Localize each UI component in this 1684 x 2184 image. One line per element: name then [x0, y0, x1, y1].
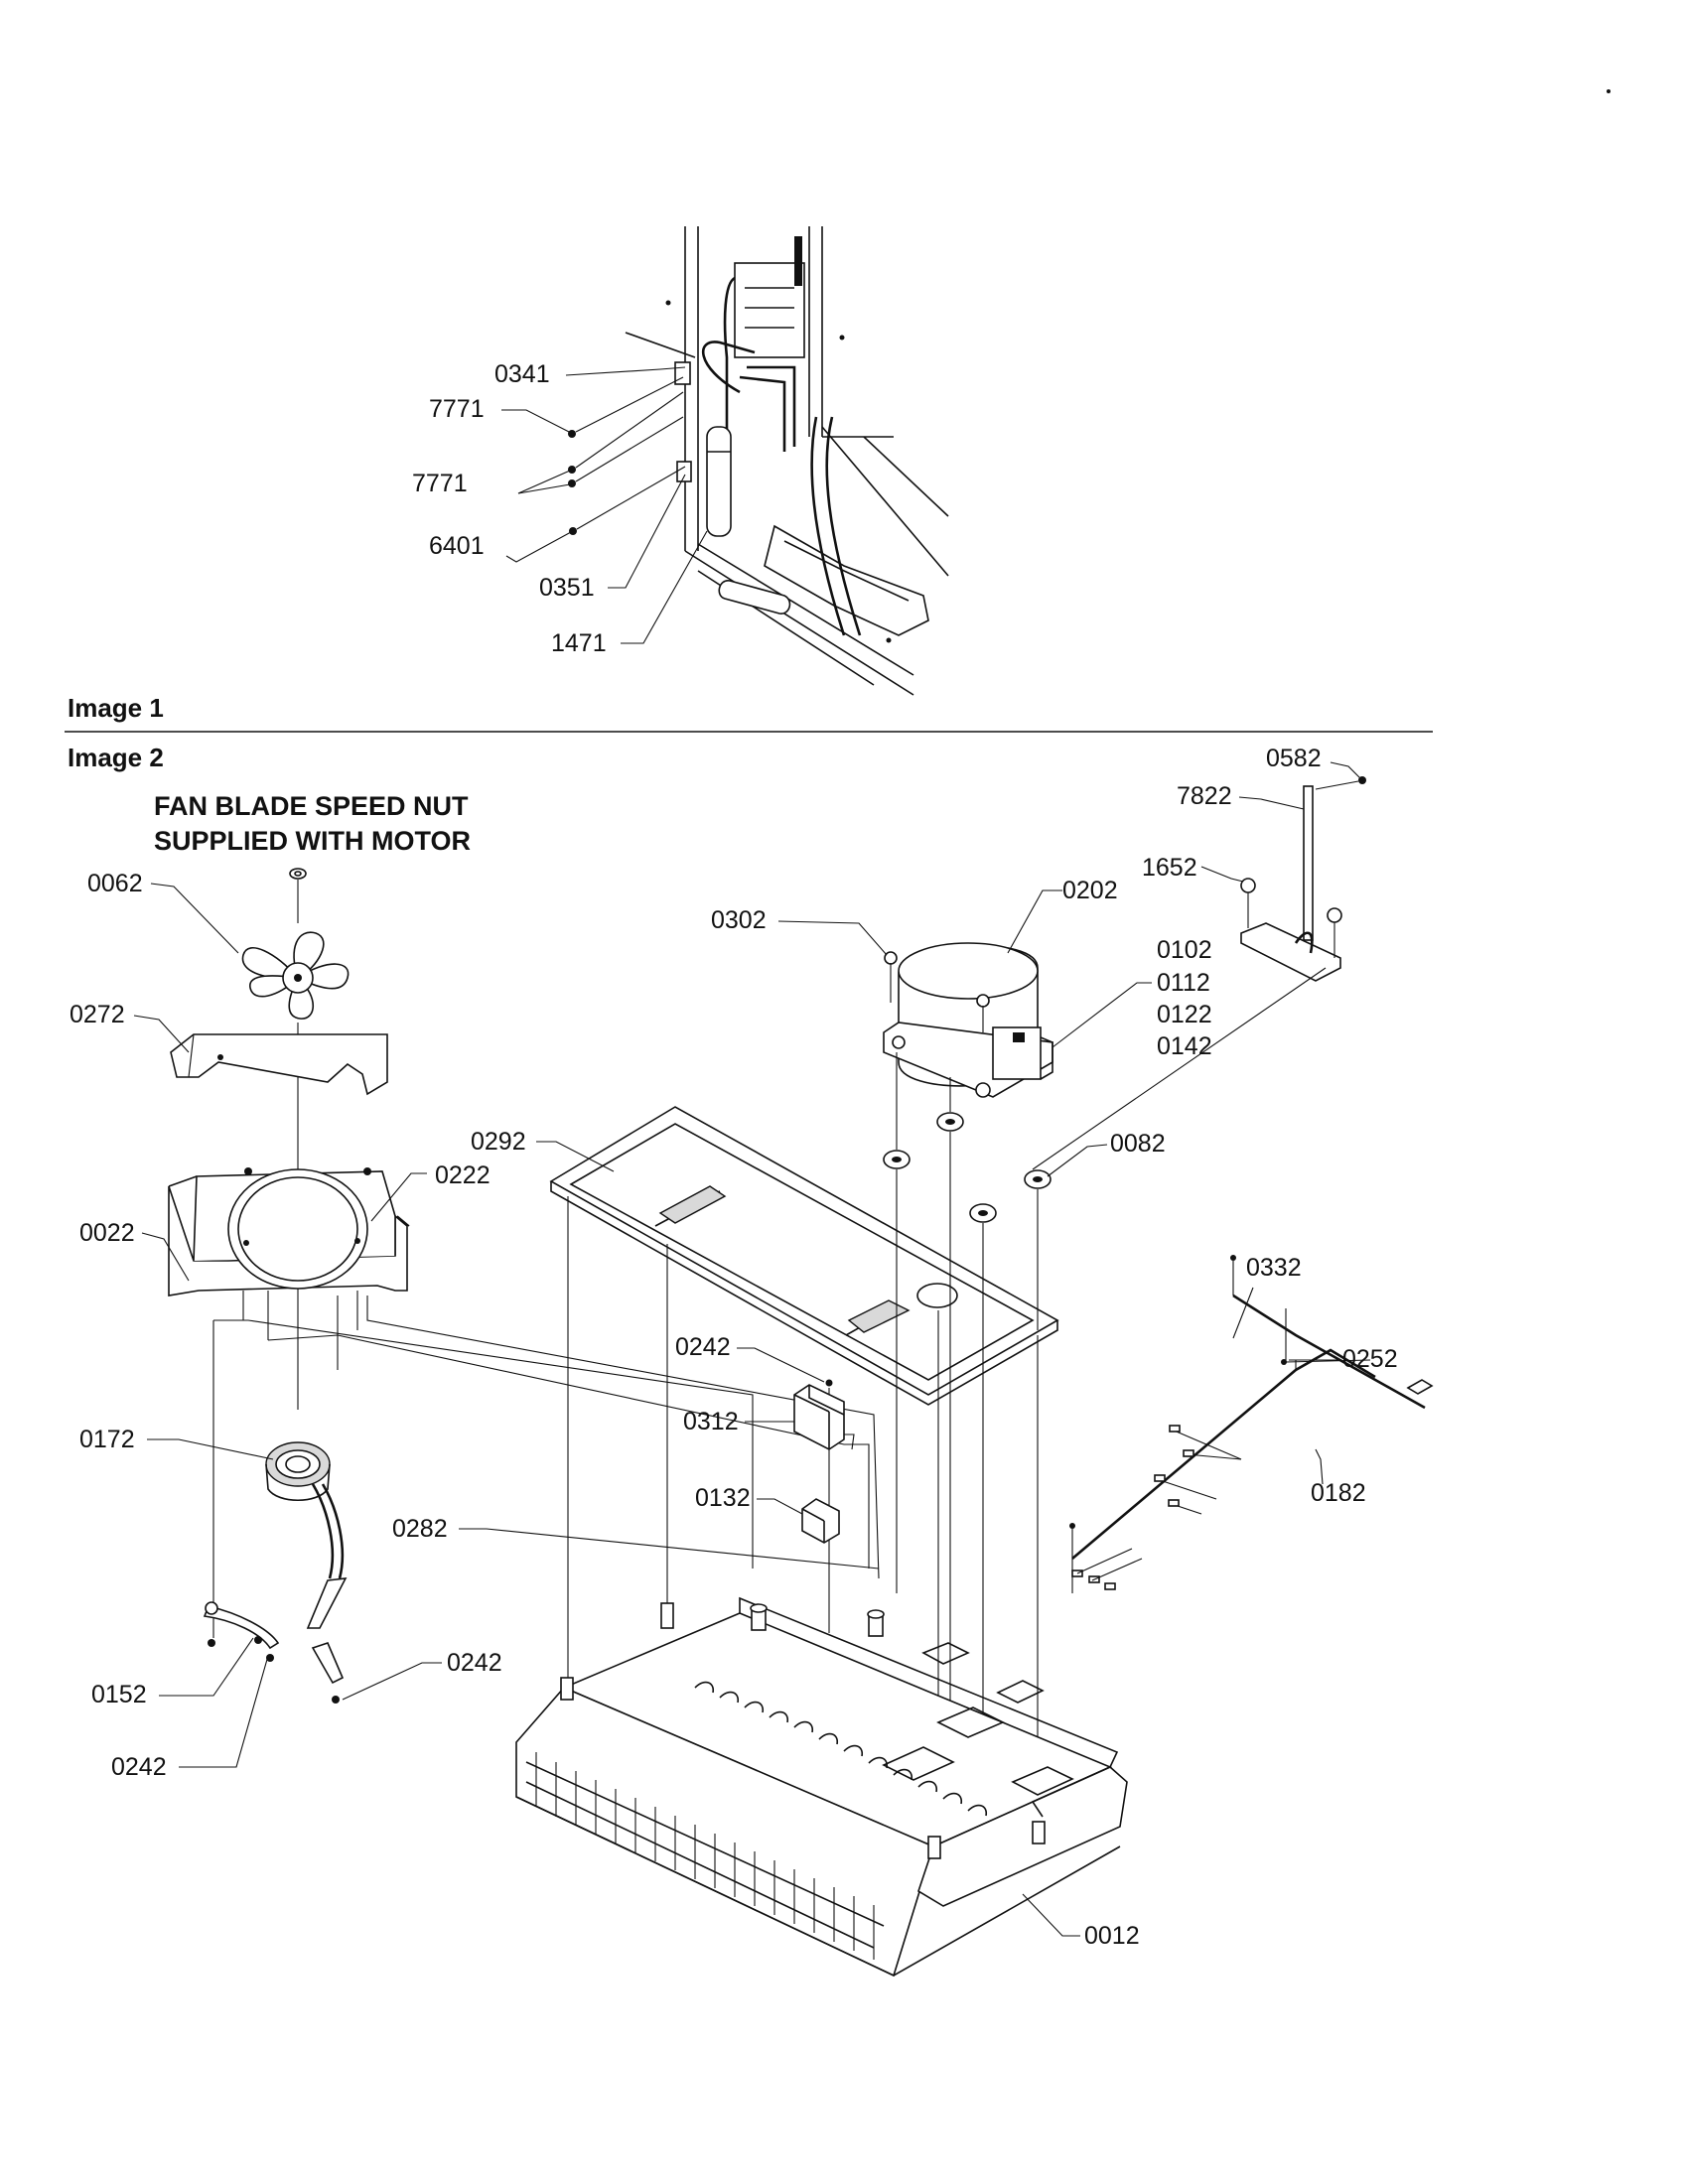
fan-assembly-drawing	[168, 868, 410, 1704]
callout-0282: 0282	[392, 1515, 448, 1543]
image1-label: Image 1	[68, 693, 164, 723]
callout-0102: 0102	[1157, 936, 1212, 964]
relay-0312	[793, 1379, 855, 1633]
callout-1471: 1471	[551, 629, 607, 657]
condenser-coils	[694, 1681, 988, 1817]
callout-0112: 0112	[1157, 969, 1210, 997]
callout-0312: 0312	[683, 1408, 739, 1435]
image2-callouts: 0582 7822 1652 0062 0302 0202 0102 0112 …	[70, 745, 1398, 1950]
callout-0242-motor-right: 0242	[447, 1649, 502, 1677]
image1-cabinet-drawing	[625, 89, 1611, 696]
fan-bracket	[168, 1167, 410, 1297]
condenser-fins	[535, 1752, 875, 1960]
callout-0122: 0122	[1157, 1001, 1212, 1028]
callout-7771-lower: 7771	[412, 470, 468, 497]
callout-7822: 7822	[1177, 782, 1232, 810]
image1-callouts: 0341 7771 7771 6401 0351 1471	[412, 360, 708, 657]
callout-0022: 0022	[79, 1219, 135, 1247]
callout-0252: 0252	[1342, 1345, 1398, 1373]
callout-0341: 0341	[494, 360, 550, 388]
callout-0202: 0202	[1062, 877, 1118, 904]
fan-note-line2: SUPPLIED WITH MOTOR	[154, 826, 471, 856]
image2-label: Image 2	[68, 743, 164, 772]
fan-blade	[241, 931, 350, 1020]
callout-0182: 0182	[1311, 1479, 1366, 1507]
callout-0132: 0132	[695, 1484, 751, 1512]
fan-motor	[265, 1441, 345, 1579]
callout-0292: 0292	[471, 1128, 526, 1156]
callout-0222: 0222	[435, 1161, 491, 1189]
callout-0582: 0582	[1266, 745, 1322, 772]
callout-7771-upper: 7771	[429, 395, 485, 423]
callout-0152: 0152	[91, 1681, 147, 1708]
callout-0351: 0351	[539, 574, 595, 602]
compressor-0202	[883, 942, 1053, 1787]
callout-0332: 0332	[1246, 1254, 1302, 1282]
callout-0302: 0302	[711, 906, 767, 934]
drain-pan-0292	[549, 1106, 1059, 1827]
callout-0242-motor-left: 0242	[111, 1753, 167, 1781]
callout-0172: 0172	[79, 1426, 135, 1453]
callout-0142: 0142	[1157, 1032, 1212, 1060]
fan-note-line1: FAN BLADE SPEED NUT	[154, 791, 469, 821]
fan-to-base-leaders	[213, 1296, 880, 1579]
callout-0082: 0082	[1110, 1130, 1166, 1158]
fan-shroud	[170, 1033, 388, 1096]
callout-1652: 1652	[1142, 854, 1197, 882]
base-pan-0012	[515, 1596, 1128, 1978]
wire-harness-0182	[1069, 1255, 1434, 1593]
callout-0012: 0012	[1084, 1922, 1140, 1950]
motor-clamp	[203, 1605, 280, 1650]
callout-0242-relay: 0242	[675, 1333, 731, 1361]
callout-6401: 6401	[429, 532, 485, 560]
overload-0132	[801, 1498, 840, 1544]
callout-0272: 0272	[70, 1001, 125, 1028]
callout-0062: 0062	[87, 870, 143, 897]
